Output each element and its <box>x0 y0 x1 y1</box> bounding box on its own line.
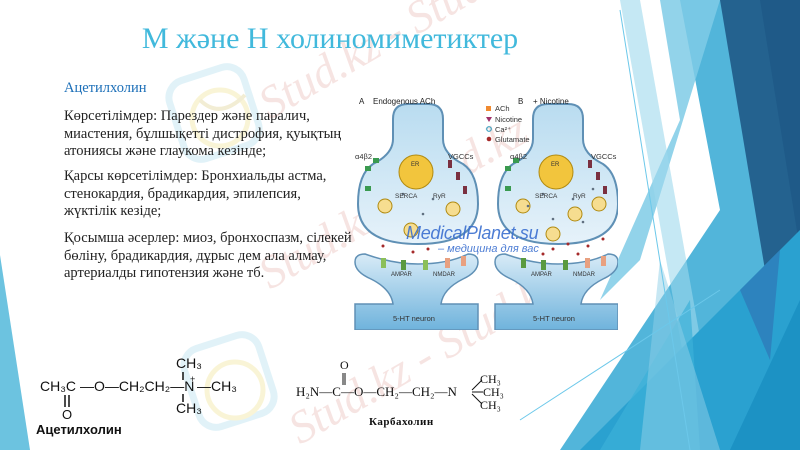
side-effects-text: Қосымша әсерлер: миоз, бронхоспазм, сіле… <box>64 230 352 281</box>
legend-nicotine: Nicotine <box>495 115 523 124</box>
section-heading: Ацетилхолин <box>64 80 147 96</box>
er-label-b: ER <box>551 162 560 168</box>
indications-text: Көрсетілімдер: Парездер және паралич, ми… <box>64 108 342 159</box>
left-accent-shape <box>0 255 30 450</box>
panel-a-presynaptic <box>356 103 480 246</box>
legend-calcium: Ca²⁺ <box>495 125 512 134</box>
carbachol-methyl-1: CH₃ <box>480 372 501 386</box>
receptor-label-b: α4β2 <box>510 152 527 161</box>
serca-label-b: SERCA <box>535 193 558 200</box>
synapse-diagram <box>354 103 620 331</box>
receptor-label-a: α4β2 <box>355 152 372 161</box>
legend-ach: ACh <box>495 104 510 113</box>
ryr-label-a: RyR <box>433 193 446 200</box>
nmdar-label-b: NMDAR <box>573 272 595 278</box>
acetylcholine-carbonyl: O <box>62 407 73 422</box>
carbachol-caption: Карбахолин <box>369 416 434 428</box>
ryr-label-b: RyR <box>573 193 586 200</box>
vgcc-label-a: VGCCs <box>448 152 474 161</box>
panel-b-presynaptic <box>496 103 620 246</box>
medicalplanet-watermark: MedicalPlanet.su <box>406 223 539 243</box>
er-label-a: ER <box>411 162 420 168</box>
legend-ca-marker <box>486 126 492 132</box>
legend-glutamate-marker <box>486 136 492 142</box>
slide-title: М және Н холиномиметиктер <box>141 22 519 55</box>
neuron-label-a: 5-HT neuron <box>393 314 435 323</box>
carbachol-carbonyl: O <box>340 358 349 372</box>
synapse-figure: A Endogenous ACh B + Nicotine ACh Nicoti… <box>353 94 620 331</box>
panel-a-title: Endogenous ACh <box>373 97 436 106</box>
ampar-label-a: AMPAR <box>391 272 412 278</box>
legend-glutamate: Glutamate <box>495 135 530 144</box>
panel-b-postsynaptic <box>494 253 619 331</box>
legend-ach-marker <box>486 106 491 111</box>
panel-b-letter: B <box>518 97 524 106</box>
acetylcholine-left: CH₃C <box>40 378 77 394</box>
nmdar-label-a: NMDAR <box>433 272 455 278</box>
contraindications-text: Қарсы көрсетілімдер: Бронхиальды астма, … <box>64 168 327 219</box>
carbachol-methyl-2: CH₃ <box>483 385 504 399</box>
carbachol-chain: H₂N—C—O—CH₂—CH₂—N <box>296 384 457 399</box>
medicalplanet-tagline: – медицина для вас <box>438 243 539 255</box>
panel-b-title: + Nicotine <box>533 97 569 106</box>
panel-a-postsynaptic <box>354 253 479 331</box>
acetylcholine-chain: —O—CH₂CH₂—N <box>80 378 195 394</box>
carbachol-methyl-3: CH₃ <box>480 398 501 412</box>
acetylcholine-bottom-methyl: CH₃ <box>176 400 202 416</box>
carbachol-bonds <box>342 373 483 405</box>
panel-a-letter: A <box>359 97 365 106</box>
serca-label-a: SERCA <box>395 193 418 200</box>
neuron-label-b: 5-HT neuron <box>533 314 575 323</box>
ampar-label-b: AMPAR <box>531 272 552 278</box>
acetylcholine-bonds <box>64 372 184 407</box>
vgcc-label-b: VGCCs <box>591 152 617 161</box>
acetylcholine-top-methyl: CH₃ <box>176 355 202 371</box>
acetylcholine-right-methyl: —CH₃ <box>197 378 237 394</box>
legend-nicotine-marker <box>486 117 492 122</box>
acetylcholine-caption: Ацетилхолин <box>36 422 122 437</box>
acetylcholine-charge: + <box>190 374 196 384</box>
